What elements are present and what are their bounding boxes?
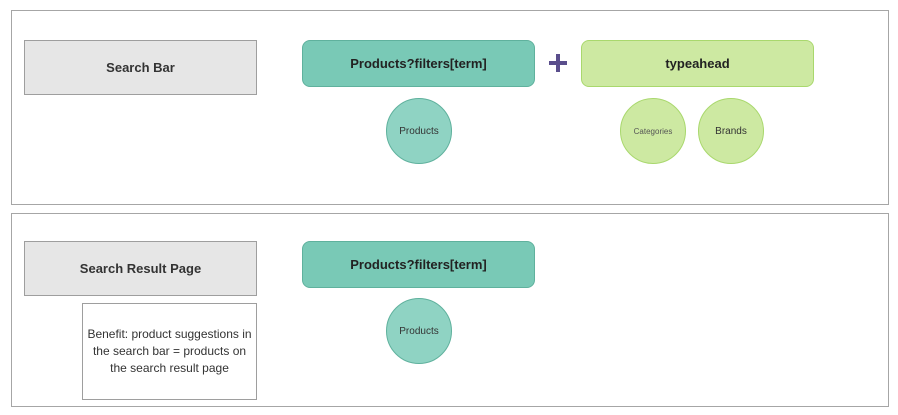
- plus-icon: [549, 54, 567, 72]
- search-result-label: Search Result Page: [24, 241, 257, 296]
- categories-node: Categories: [620, 98, 686, 164]
- search-bar-endpoint: Products?filters[term]: [302, 40, 535, 87]
- brands-node: Brands: [698, 98, 764, 164]
- benefit-note: Benefit: product suggestions in the sear…: [82, 303, 257, 400]
- search-result-endpoint: Products?filters[term]: [302, 241, 535, 288]
- typeahead-box: typeahead: [581, 40, 814, 87]
- search-bar-products-node: Products: [386, 98, 452, 164]
- search-result-products-node: Products: [386, 298, 452, 364]
- search-bar-label: Search Bar: [24, 40, 257, 95]
